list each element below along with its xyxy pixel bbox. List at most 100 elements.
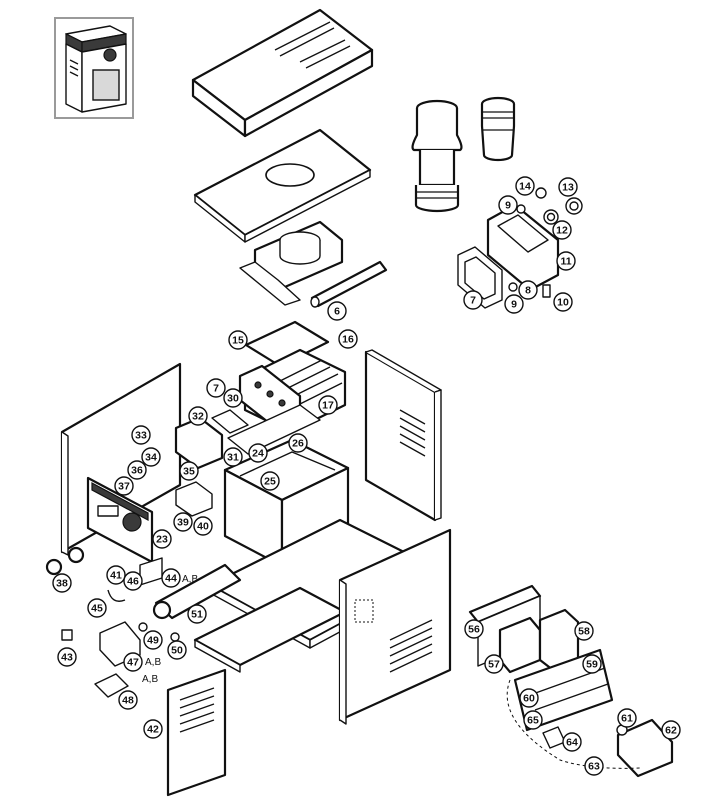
callout-number: 56 [468,624,480,636]
thumbnail-frame [54,17,134,119]
callout-number: 25 [264,476,276,488]
callout-circle [188,406,208,426]
callout-circle [661,720,681,740]
top-plate [193,128,372,243]
callout-number: 40 [197,521,209,533]
callout-number: 13 [562,182,574,194]
part-callout-42: 42 [143,719,163,739]
callout-circle [464,619,484,639]
callout-circle [187,604,207,624]
part-callout-51: 51 [187,604,207,624]
part-callout-36: 36 [127,460,147,480]
callout-number: 16 [342,334,354,346]
callout-circle [228,330,248,350]
heater-unit-icon [65,25,127,113]
part-callout-26: 26 [288,433,308,453]
callout-number: 31 [227,452,239,464]
callout-number: 60 [523,693,535,705]
part-callout-35: 35 [179,461,199,481]
callout-number: 44 [165,573,177,585]
callout-circle [223,388,243,408]
callout-number: 38 [56,578,68,590]
part-callout-49: 49 [143,630,163,650]
part-callout-40: 40 [193,516,213,536]
callout-circle [556,251,576,271]
callout-number: 35 [183,466,195,478]
variant-suffix: A,B [145,657,161,668]
callout-circle [552,220,572,240]
callout-number: 47 [127,657,139,669]
part-callout-25: 25 [260,471,280,491]
callout-circle [57,647,77,667]
callout-number: 61 [621,713,633,725]
part-callout-43: 43 [57,647,77,667]
callout-circle [484,654,504,674]
callout-number: 15 [232,335,244,347]
part-callout-64: 64 [562,732,582,752]
part-callout-10: 10 [553,292,573,312]
callout-circle [523,710,543,730]
callout-circle [179,461,199,481]
callout-number: 59 [586,659,598,671]
part-callout-59: 59 [582,654,602,674]
callout-number: 12 [556,225,568,237]
callout-number: 10 [557,297,569,309]
part-callout-17: 17 [318,395,338,415]
part-callout-48: 48 [118,690,138,710]
callout-circle [498,195,518,215]
callout-number: 39 [177,517,189,529]
callout-number: 23 [156,534,168,546]
right-back-panel [364,349,442,522]
callout-number: 36 [131,465,143,477]
part-callout-33: 33 [131,425,151,445]
part-callout-45: 45 [87,598,107,618]
vent-stack-small [480,96,516,162]
callout-circle [574,621,594,641]
callout-number: 64 [566,737,578,749]
callout-number: 46 [127,576,139,588]
callout-circle [223,447,243,467]
part-callout-11: 11 [556,251,576,271]
part-callout-50: 50 [167,640,187,660]
callout-circle [131,425,151,445]
callout-circle [206,378,226,398]
right-front-panel [338,528,452,725]
part-callout-30: 30 [223,388,243,408]
callout-circle [318,395,338,415]
part-callout-65: 65 [523,710,543,730]
callout-number: 48 [122,695,134,707]
callout-circle [515,176,535,196]
callout-number: 50 [171,645,183,657]
callout-number: 9 [511,299,517,311]
part-callout-34: 34 [141,447,161,467]
callout-circle [562,732,582,752]
blower-assembly [468,584,674,778]
part-callout-9: 9 [498,195,518,215]
part-callout-46: 46 [123,571,143,591]
part-callout-7: 7 [463,290,483,310]
callout-circle [193,516,213,536]
part-callout-57: 57 [484,654,504,674]
callout-circle [123,652,143,672]
part-callout-12: 12 [552,220,572,240]
part-callout-38: 38 [52,573,72,593]
callout-number: 6 [334,306,340,318]
callout-circle [463,290,483,310]
callout-number: 34 [145,452,157,464]
callout-number: 45 [91,603,103,615]
part-callout-37: 37 [114,476,134,496]
callout-circle [288,433,308,453]
callout-circle [114,476,134,496]
callout-circle [617,708,637,728]
callout-number: 33 [135,430,147,442]
callout-number: 8 [525,285,531,297]
part-callout-32: 32 [188,406,208,426]
part-callout-63: 63 [584,756,604,776]
callout-number: 32 [192,411,204,423]
part-callout-60: 60 [519,688,539,708]
callout-circle [143,719,163,739]
callout-circle [327,301,347,321]
callout-number: 30 [227,393,239,405]
callout-circle [518,280,538,300]
part-callout-47: 47 [123,652,143,672]
